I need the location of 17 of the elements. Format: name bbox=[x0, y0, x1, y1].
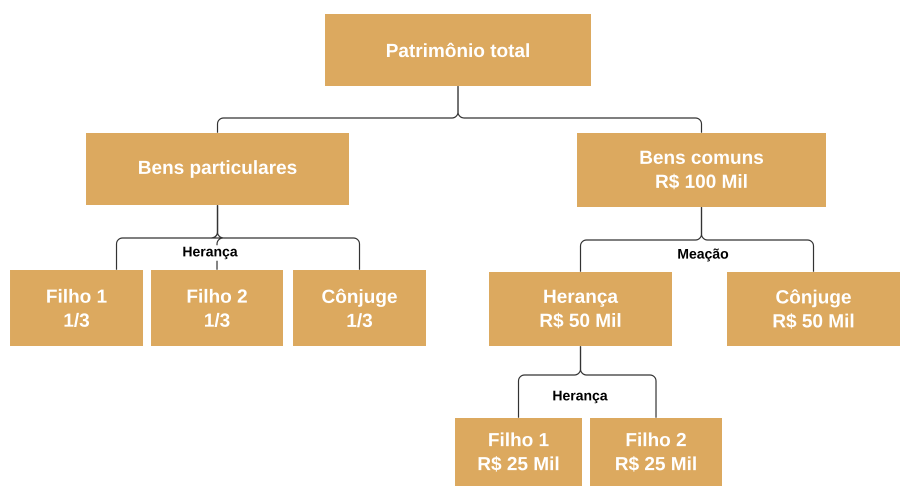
edge-label: Herança bbox=[180, 245, 240, 261]
category-box: Cônjuge R$ 50 Mil bbox=[727, 272, 900, 346]
brace-connector bbox=[457, 86, 702, 133]
category-box: Filho 1 R$ 25 Mil bbox=[455, 418, 582, 486]
category-box: Filho 2 1/3 bbox=[151, 270, 283, 346]
category-box: Filho 2 R$ 25 Mil bbox=[590, 418, 722, 486]
category-box: Bens comuns R$ 100 Mil bbox=[577, 133, 826, 207]
category-box: Bens particulares bbox=[86, 133, 349, 205]
brace-connector bbox=[580, 346, 657, 418]
edge-label: Herança bbox=[550, 389, 610, 405]
category-box: Herança R$ 50 Mil bbox=[489, 272, 672, 346]
category-box: Filho 1 1/3 bbox=[10, 270, 143, 346]
brace-connector bbox=[700, 207, 814, 272]
brace-connector bbox=[216, 205, 360, 270]
category-box: Cônjuge 1/3 bbox=[293, 270, 426, 346]
edge-label: Meação bbox=[676, 247, 730, 263]
category-box: Patrimônio total bbox=[325, 14, 591, 86]
